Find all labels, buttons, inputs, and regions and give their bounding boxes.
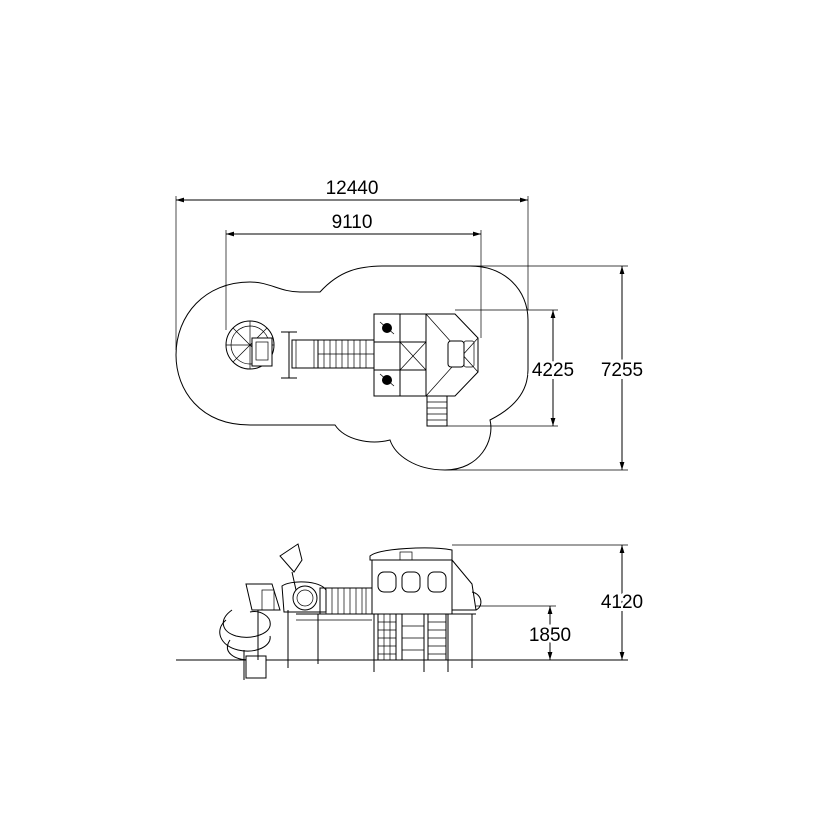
platform-height-label: 1850	[529, 625, 571, 646]
dimension-overall-width: 12440	[175, 178, 529, 350]
dimension-overall-depth: 7255	[445, 265, 646, 471]
main-platform-plan	[373, 313, 427, 397]
dimension-total-height: 4120	[452, 544, 646, 660]
total-height-label: 4120	[601, 592, 643, 613]
plan-view: 12440 9110 4225 7255	[175, 178, 646, 471]
overall-width-label: 12440	[326, 178, 379, 199]
stairs-plan	[426, 395, 448, 427]
tower-elevation	[245, 543, 327, 668]
safety-zone-outline	[175, 265, 529, 471]
elevation-view: 4120 1850	[176, 543, 646, 680]
spiral-slide-elevation	[219, 609, 271, 680]
hex-module-plan	[425, 313, 479, 397]
inner-depth-label: 4225	[532, 360, 574, 381]
overall-depth-label: 7255	[601, 360, 643, 381]
house-elevation	[369, 547, 482, 672]
dimension-inner-width: 9110	[225, 212, 482, 338]
dimension-inner-depth: 4225	[447, 309, 577, 427]
inner-width-label: 9110	[332, 212, 373, 233]
dimension-platform-height: 1850	[476, 605, 574, 660]
posts-plan	[281, 331, 297, 379]
bridge-elevation	[296, 587, 373, 664]
round-tower-plan	[225, 320, 275, 370]
bridge-plan	[317, 339, 375, 369]
